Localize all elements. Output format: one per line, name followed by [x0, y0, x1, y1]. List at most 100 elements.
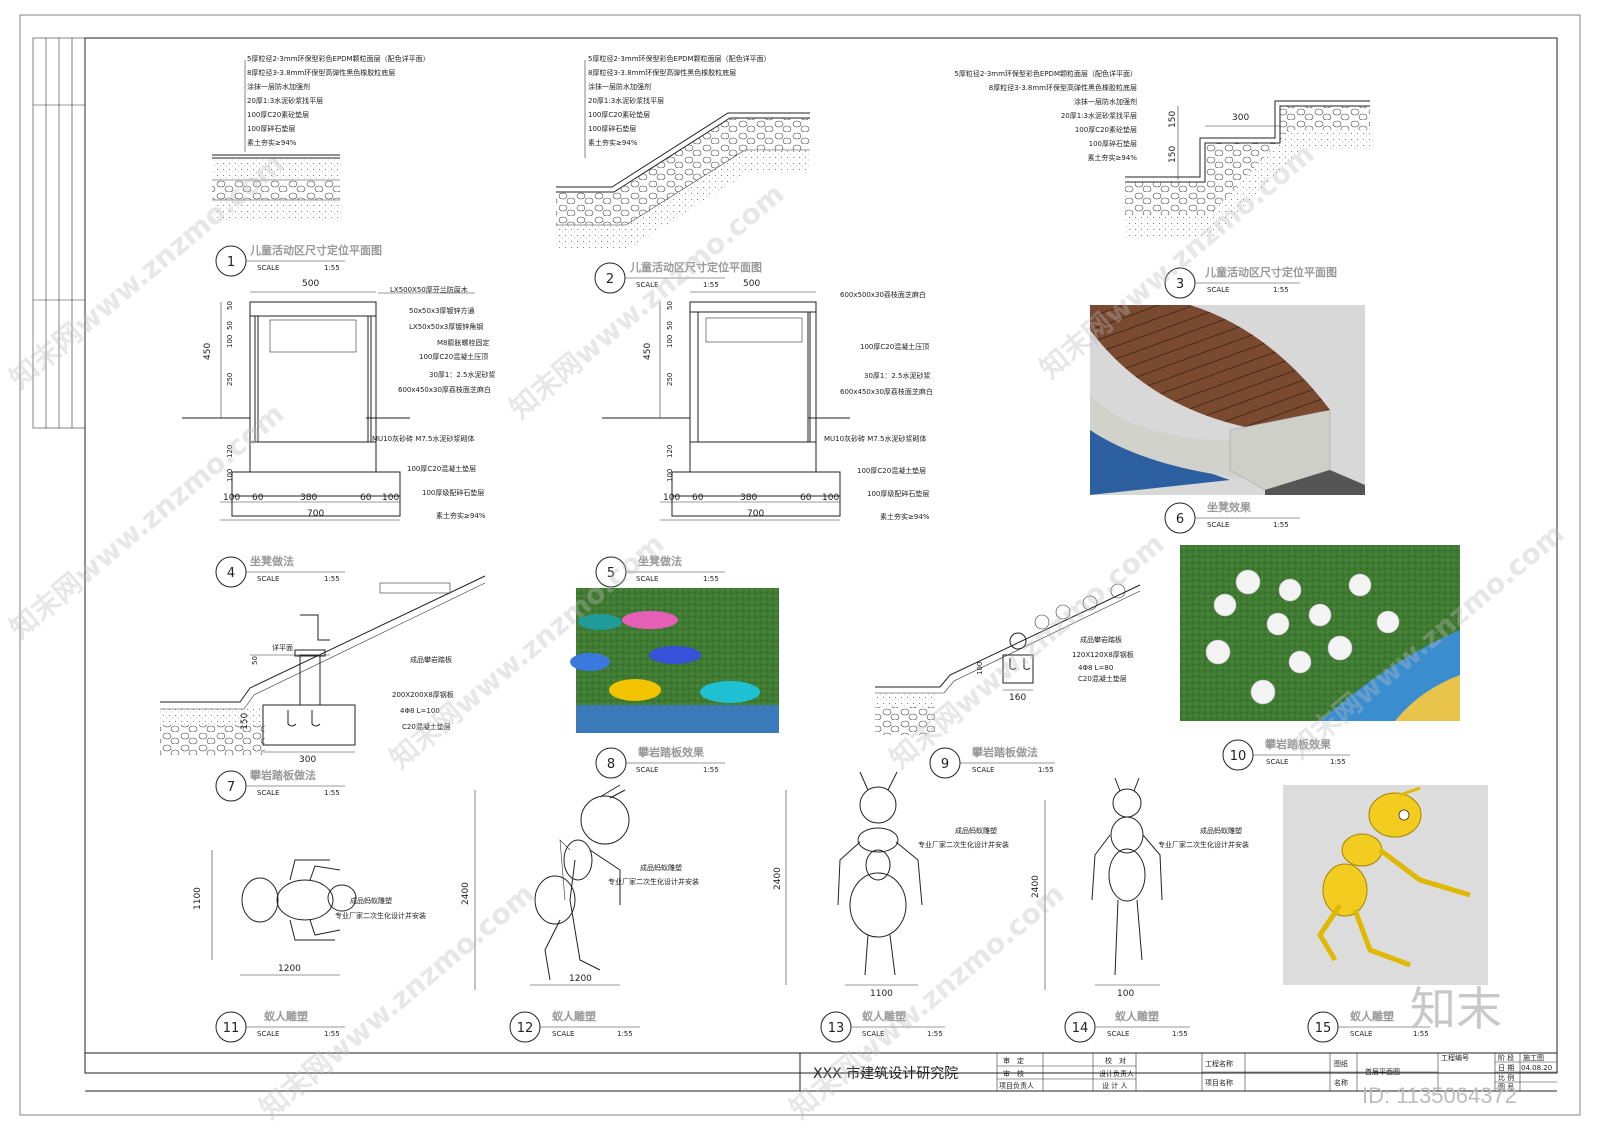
- dim-500: 500: [743, 279, 760, 289]
- svg-text:SCALE: SCALE: [862, 1030, 884, 1038]
- callout: 成品攀岩踏板: [410, 655, 452, 664]
- callout: 50x50x3厚镀锌方通: [409, 306, 475, 315]
- callout: 600x450x30厚荔枝面芝麻白: [398, 385, 491, 394]
- svg-text:SCALE: SCALE: [972, 766, 994, 774]
- svg-text:SCALE: SCALE: [257, 1030, 279, 1038]
- dim-100: 100: [223, 493, 240, 503]
- callout: 100厚级配碎石垫层: [422, 488, 484, 497]
- dim-2400: 2400: [461, 882, 471, 905]
- svg-text:校 对: 校 对: [1105, 1056, 1126, 1065]
- svg-text:SCALE: SCALE: [636, 575, 658, 583]
- dim-100: 100: [226, 469, 234, 482]
- callout: 成品蚂蚁雕塑: [640, 863, 682, 872]
- svg-text:1: 1: [227, 255, 235, 270]
- layer-label: 8厚粒径3-3.8mm环保型高弹性黑色橡胶粒底层: [989, 83, 1137, 92]
- dim-60: 60: [692, 493, 704, 503]
- dim-150: 150: [1168, 111, 1178, 128]
- callout: 4Φ8 L=100: [400, 707, 440, 715]
- dim-700: 700: [747, 509, 764, 519]
- svg-text:蚁人雕塑: 蚁人雕塑: [862, 1009, 906, 1023]
- outer-frame: [19, 14, 1581, 1116]
- svg-text:图纸: 图纸: [1334, 1059, 1348, 1068]
- svg-text:工程名称: 工程名称: [1205, 1059, 1233, 1068]
- dim-2400: 2400: [1031, 875, 1041, 898]
- layer-label: 20厚1:3水泥砂浆找平层: [247, 96, 323, 105]
- detail-marker-1: 1 儿童活动区尺寸定位平面图 SCALE 1:55: [215, 243, 382, 277]
- pedal: [649, 646, 701, 664]
- dim-100: 100: [666, 469, 674, 482]
- watermark-text: 知末网www.znzmo.com: [3, 147, 290, 395]
- svg-text:10: 10: [1230, 749, 1247, 764]
- dim-1200: 1200: [569, 974, 592, 984]
- detail-marker-12: 12 蚁人雕塑 SCALE 1:55: [509, 1009, 640, 1043]
- dim-700: 700: [307, 509, 324, 519]
- detail-marker-2: 2 儿童活动区尺寸定位平面图 SCALE 1:55: [594, 260, 762, 294]
- callout: 100厚C20混凝土垫层: [407, 464, 476, 473]
- dim-500: 500: [302, 279, 319, 289]
- svg-text:儿童活动区尺寸定位平面图: 儿童活动区尺寸定位平面图: [249, 243, 382, 257]
- detail-1-section: [212, 60, 340, 220]
- dim-60: 60: [252, 493, 264, 503]
- detail-9-labels: 成品攀岩踏板 120X120X8厚钢板 4Φ8 L=80 C20混凝土垫层: [1072, 635, 1134, 683]
- detail-7-labels: 成品攀岩踏板 200X200X8厚钢板 4Φ8 L=100 C20混凝土垫层: [392, 655, 454, 731]
- dim-50: 50: [666, 301, 674, 310]
- layer-label: 5厚粒径2-3mm环保型彩色EPDM颗粒面层（配色详平面）: [247, 54, 430, 63]
- layer-label: 100厚碎石垫层: [247, 124, 295, 133]
- svg-text:1:55: 1:55: [324, 575, 340, 583]
- svg-text:坐凳做法: 坐凳做法: [250, 554, 294, 568]
- detail-markers: 1 儿童活动区尺寸定位平面图 SCALE 1:55 2 儿童活动区尺寸定位平面图…: [215, 243, 1430, 1043]
- layer-label: 20厚1:3水泥砂浆找平层: [1061, 111, 1137, 120]
- layer-label: 涂抹一层防水加强剂: [588, 82, 651, 91]
- dim-150: 150: [1168, 146, 1178, 163]
- dim-1200: 1200: [278, 964, 301, 974]
- svg-text:1:55: 1:55: [703, 575, 719, 583]
- callout: 成品蚂蚁雕塑: [1200, 826, 1242, 835]
- dim-250: 250: [226, 373, 234, 386]
- layer-label: 100厚C20素砼垫层: [1075, 125, 1137, 134]
- svg-text:1:55: 1:55: [1273, 286, 1289, 294]
- svg-text:日 期: 日 期: [1498, 1064, 1514, 1072]
- svg-text:SCALE: SCALE: [552, 1030, 574, 1038]
- detail-marker-5: 5 坐凳做法 SCALE 1:55: [595, 554, 725, 588]
- svg-text:审 核: 审 核: [1003, 1069, 1024, 1078]
- svg-text:蚁人雕塑: 蚁人雕塑: [264, 1009, 308, 1023]
- svg-text:名称: 名称: [1334, 1078, 1348, 1087]
- callout: 专业厂家二次生化设计并安装: [1158, 840, 1249, 849]
- svg-text:1:55: 1:55: [324, 264, 340, 272]
- svg-text:SCALE: SCALE: [1350, 1030, 1372, 1038]
- institute-name: XXX 市建筑设计研究院: [813, 1065, 958, 1082]
- svg-text:施工图: 施工图: [1523, 1053, 1544, 1062]
- svg-text:1:55: 1:55: [703, 766, 719, 774]
- svg-text:蚁人雕塑: 蚁人雕塑: [1350, 1009, 1394, 1023]
- svg-text:阶 段: 阶 段: [1498, 1053, 1514, 1062]
- svg-text:9: 9: [941, 757, 949, 772]
- callout: 30厚1：2.5水泥砂浆: [864, 371, 931, 380]
- dim-50: 50: [251, 656, 259, 665]
- dim-100: 100: [226, 335, 234, 348]
- callout: 专业厂家二次生化设计并安装: [918, 840, 1009, 849]
- detail-7-section: 详平面 50 150 300: [160, 575, 486, 765]
- detail-marker-4: 4 坐凳做法 SCALE 1:55: [215, 554, 345, 588]
- layer-label: 5厚粒径2-3mm环保型彩色EPDM颗粒面层（配色详平面）: [588, 54, 771, 63]
- detail-13-ant-front: 2400 1100 成品蚂蚁雕塑 专业厂家二次生化设计并安装: [773, 771, 1009, 999]
- svg-text:04.08.20: 04.08.20: [1521, 1064, 1552, 1072]
- svg-text:14: 14: [1072, 1021, 1089, 1036]
- title-block: XXX 市建筑设计研究院 审 定 审 核 项目负责人 校 对 设计负责人 设 计: [85, 1052, 1557, 1092]
- detail-marker-7: 7 攀岩踏板做法 SCALE 1:55: [215, 768, 345, 802]
- callout: 素土夯实≥94%: [880, 512, 930, 521]
- svg-text:坐凳效果: 坐凳效果: [1207, 500, 1251, 514]
- layer-label: 涂抹一层防水加强剂: [247, 82, 310, 91]
- svg-text:1:55: 1:55: [1273, 521, 1289, 529]
- svg-text:设 计 人: 设 计 人: [1102, 1081, 1127, 1090]
- detail-marker-15: 15 蚁人雕塑 SCALE 1:55: [1307, 1009, 1430, 1043]
- watermark-id: ID: 1135064372: [1362, 1083, 1517, 1108]
- pedal: [609, 679, 661, 701]
- layer-label: 20厚1:3水泥砂浆找平层: [588, 96, 664, 105]
- detail-11-ant-plan: 1100 1200 成品蚂蚁雕塑 专业厂家二次生化设计并安装: [193, 850, 426, 976]
- svg-text:攀岩踏板效果: 攀岩踏板效果: [637, 745, 704, 759]
- svg-text:审 定: 审 定: [1003, 1056, 1024, 1065]
- dim-50: 50: [666, 321, 674, 330]
- dim-450: 450: [203, 343, 213, 360]
- detail-1-layer-labels: 5厚粒径2-3mm环保型彩色EPDM颗粒面层（配色详平面） 8厚粒径3-3.8m…: [247, 54, 430, 147]
- callout: LX50x50x3厚镀锌角钢: [409, 322, 483, 331]
